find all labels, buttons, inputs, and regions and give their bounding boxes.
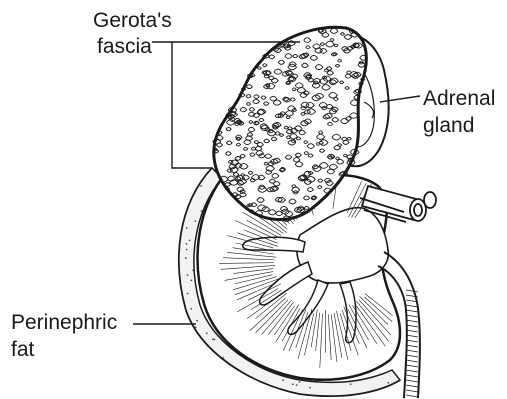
ureter-hatch-line: [406, 320, 418, 322]
fat-dot: [200, 185, 202, 187]
perinephric-fat-label-line1: Perinephric: [11, 310, 117, 336]
ureter-hatching: [406, 290, 418, 397]
fat-dot: [186, 249, 188, 251]
fat-dot: [299, 381, 301, 383]
fat-dot: [212, 338, 214, 340]
fat-dot: [292, 383, 294, 385]
perinephric-fat-label-line2: fat: [11, 337, 34, 363]
ureter-hatch-line: [406, 315, 418, 317]
ureter-hatch-line: [406, 380, 418, 382]
ureter-hatch-line: [406, 310, 418, 312]
fat-dot: [195, 326, 197, 328]
fat-dot: [186, 227, 188, 229]
fat-dot: [185, 257, 187, 259]
adrenal-gland-label-line1: Adrenal: [423, 86, 495, 112]
fat-dot: [186, 243, 188, 245]
fat-dot: [192, 269, 194, 271]
ureter-hatch-line: [406, 330, 418, 332]
adrenal-gland-label-line2: gland: [423, 113, 474, 139]
fat-dot: [309, 387, 311, 389]
ureter-hatch-line: [406, 370, 418, 372]
fat-dot: [222, 357, 224, 359]
fat-dot: [194, 220, 196, 222]
gerota-fascia-label-line2: fascia: [97, 34, 152, 60]
ureter-hatch-line: [406, 290, 418, 292]
fat-dot: [187, 293, 189, 295]
ureter-hatch-line: [406, 350, 418, 352]
ureter-hatch-line: [406, 325, 418, 327]
fat-dot: [296, 384, 298, 386]
gerota-fascia-label-line1: Gerota's: [93, 8, 172, 34]
ureter-hatch-line: [406, 375, 418, 377]
fat-dot: [187, 274, 189, 276]
fat-dot: [282, 379, 284, 381]
fat-dot: [387, 382, 389, 384]
ureter-hatch-line: [406, 305, 418, 307]
ureter-hatch-line: [406, 390, 418, 392]
fat-dot: [190, 308, 192, 310]
ureter-hatch-line: [406, 385, 418, 387]
fat-dot: [189, 240, 191, 242]
ureter-hatch-line: [406, 395, 418, 397]
fat-dot: [201, 210, 203, 212]
gerota-leader-drop: [172, 42, 212, 168]
fat-dot: [196, 320, 198, 322]
ureter-hatch-line: [406, 345, 418, 347]
fat-dot: [206, 332, 208, 334]
ureter-hatch-line: [406, 360, 418, 362]
ureter-hatch-line: [406, 355, 418, 357]
fat-dot: [190, 279, 192, 281]
ureter-hatch-line: [406, 335, 418, 337]
fat-dot: [333, 395, 335, 397]
ureter-hatch-line: [406, 340, 418, 342]
ureter-hatch-line: [406, 365, 418, 367]
fat-dot: [350, 383, 352, 385]
